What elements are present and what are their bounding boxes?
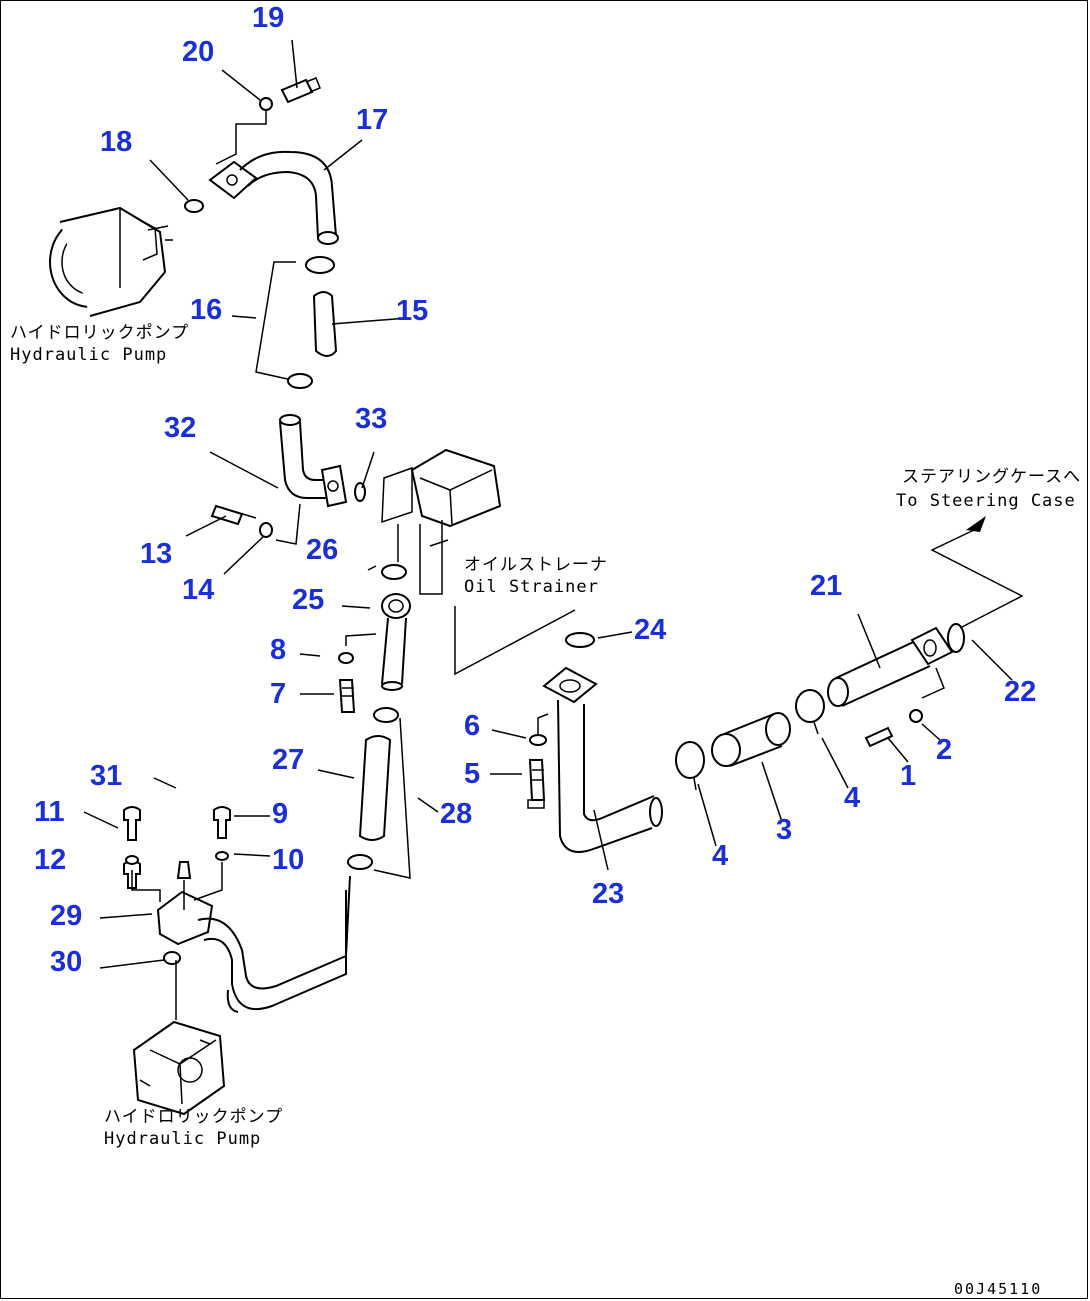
callout-3: 3: [776, 814, 793, 846]
bolt-1: [864, 726, 894, 748]
washer-6: [529, 734, 547, 746]
bolt-19: [280, 77, 321, 104]
hose-15: [312, 291, 338, 357]
tube-17: [208, 150, 339, 245]
o-ring-22: [947, 623, 965, 653]
clamp-4-left: [675, 741, 705, 779]
washer-2: [909, 709, 923, 723]
callout-6: 6: [464, 710, 481, 742]
callout-26: 26: [306, 534, 339, 566]
washer-14: [259, 522, 273, 538]
plug-31: [176, 861, 192, 879]
callout-16: 16: [190, 294, 223, 326]
callout-7: 7: [270, 678, 287, 710]
tube-21: [827, 626, 954, 707]
callout-27: 27: [272, 744, 305, 776]
callout-11: 11: [34, 796, 65, 828]
washer-10: [215, 851, 229, 861]
drawing-code: 00J45110: [954, 1280, 1043, 1298]
callout-5: 5: [464, 758, 481, 790]
callout-32: 32: [164, 412, 197, 444]
callout-1: 1: [900, 760, 917, 792]
o-ring-30: [163, 951, 181, 965]
o-ring-26: [381, 564, 407, 580]
elbow-32: [279, 414, 348, 508]
callout-25: 25: [292, 584, 325, 616]
washer-8: [338, 652, 354, 664]
pump-bottom-caption-jp: ハイドロリックポンプ: [104, 1107, 284, 1127]
callout-15: 15: [396, 295, 429, 327]
strainer-caption-jp: オイルストレーナ: [464, 555, 608, 575]
callout-23: 23: [592, 878, 625, 910]
callout-17: 17: [356, 104, 389, 136]
steering-arrow-icon: [966, 516, 986, 532]
callout-18: 18: [100, 126, 133, 158]
callout-2: 2: [936, 734, 953, 766]
callout-4-right: 4: [844, 782, 861, 814]
callout-14: 14: [182, 574, 215, 606]
clamp-28-upper: [373, 707, 399, 723]
callout-4-left: 4: [712, 840, 729, 872]
callout-28: 28: [440, 798, 473, 830]
hose-27: [358, 735, 392, 841]
bolt-13: [210, 504, 244, 526]
hose-25: [381, 593, 411, 691]
callout-19: 19: [252, 2, 285, 34]
hydraulic-pump-top: [49, 206, 173, 317]
oil-strainer: [381, 448, 576, 676]
strainer-caption-en: Oil Strainer: [464, 577, 599, 597]
hydraulic-pump-bottom: [132, 1020, 226, 1116]
callout-9: 9: [272, 798, 289, 830]
callout-13: 13: [140, 538, 173, 570]
steering-caption-jp: ステアリングケースへ: [902, 467, 1082, 487]
o-ring-24: [565, 632, 595, 648]
callout-21: 21: [810, 570, 843, 602]
clamp-16-upper: [305, 256, 335, 274]
tube-29: [156, 875, 351, 1013]
bolt-9: [213, 806, 231, 839]
o-ring-18: [184, 199, 204, 213]
pump-bottom-caption-en: Hydraulic Pump: [104, 1129, 262, 1149]
hose-3: [711, 712, 791, 767]
steering-leader: [930, 529, 1024, 629]
clamp-4-right: [795, 689, 825, 723]
steering-caption-en: To Steering Case: [896, 491, 1076, 511]
washer-20: [259, 97, 273, 111]
callout-33: 33: [355, 403, 388, 435]
clamp-16-lower: [287, 373, 313, 389]
callout-31: 31: [90, 760, 123, 792]
callout-8: 8: [270, 634, 287, 666]
callout-10: 10: [272, 844, 305, 876]
callout-29: 29: [50, 900, 83, 932]
pump-top-caption-jp: ハイドロリックポンプ: [10, 323, 190, 343]
callout-30: 30: [50, 946, 83, 978]
clamp-28-lower: [347, 854, 373, 870]
leader-lines: [83, 39, 1013, 969]
callout-12: 12: [34, 844, 67, 876]
bracket-16: [255, 261, 296, 381]
callout-22: 22: [1004, 676, 1037, 708]
tube-23: [542, 666, 663, 853]
callout-20: 20: [182, 36, 215, 68]
pump-top-caption-en: Hydraulic Pump: [10, 345, 168, 365]
washer-12: [125, 855, 139, 865]
callout-24: 24: [634, 614, 667, 646]
